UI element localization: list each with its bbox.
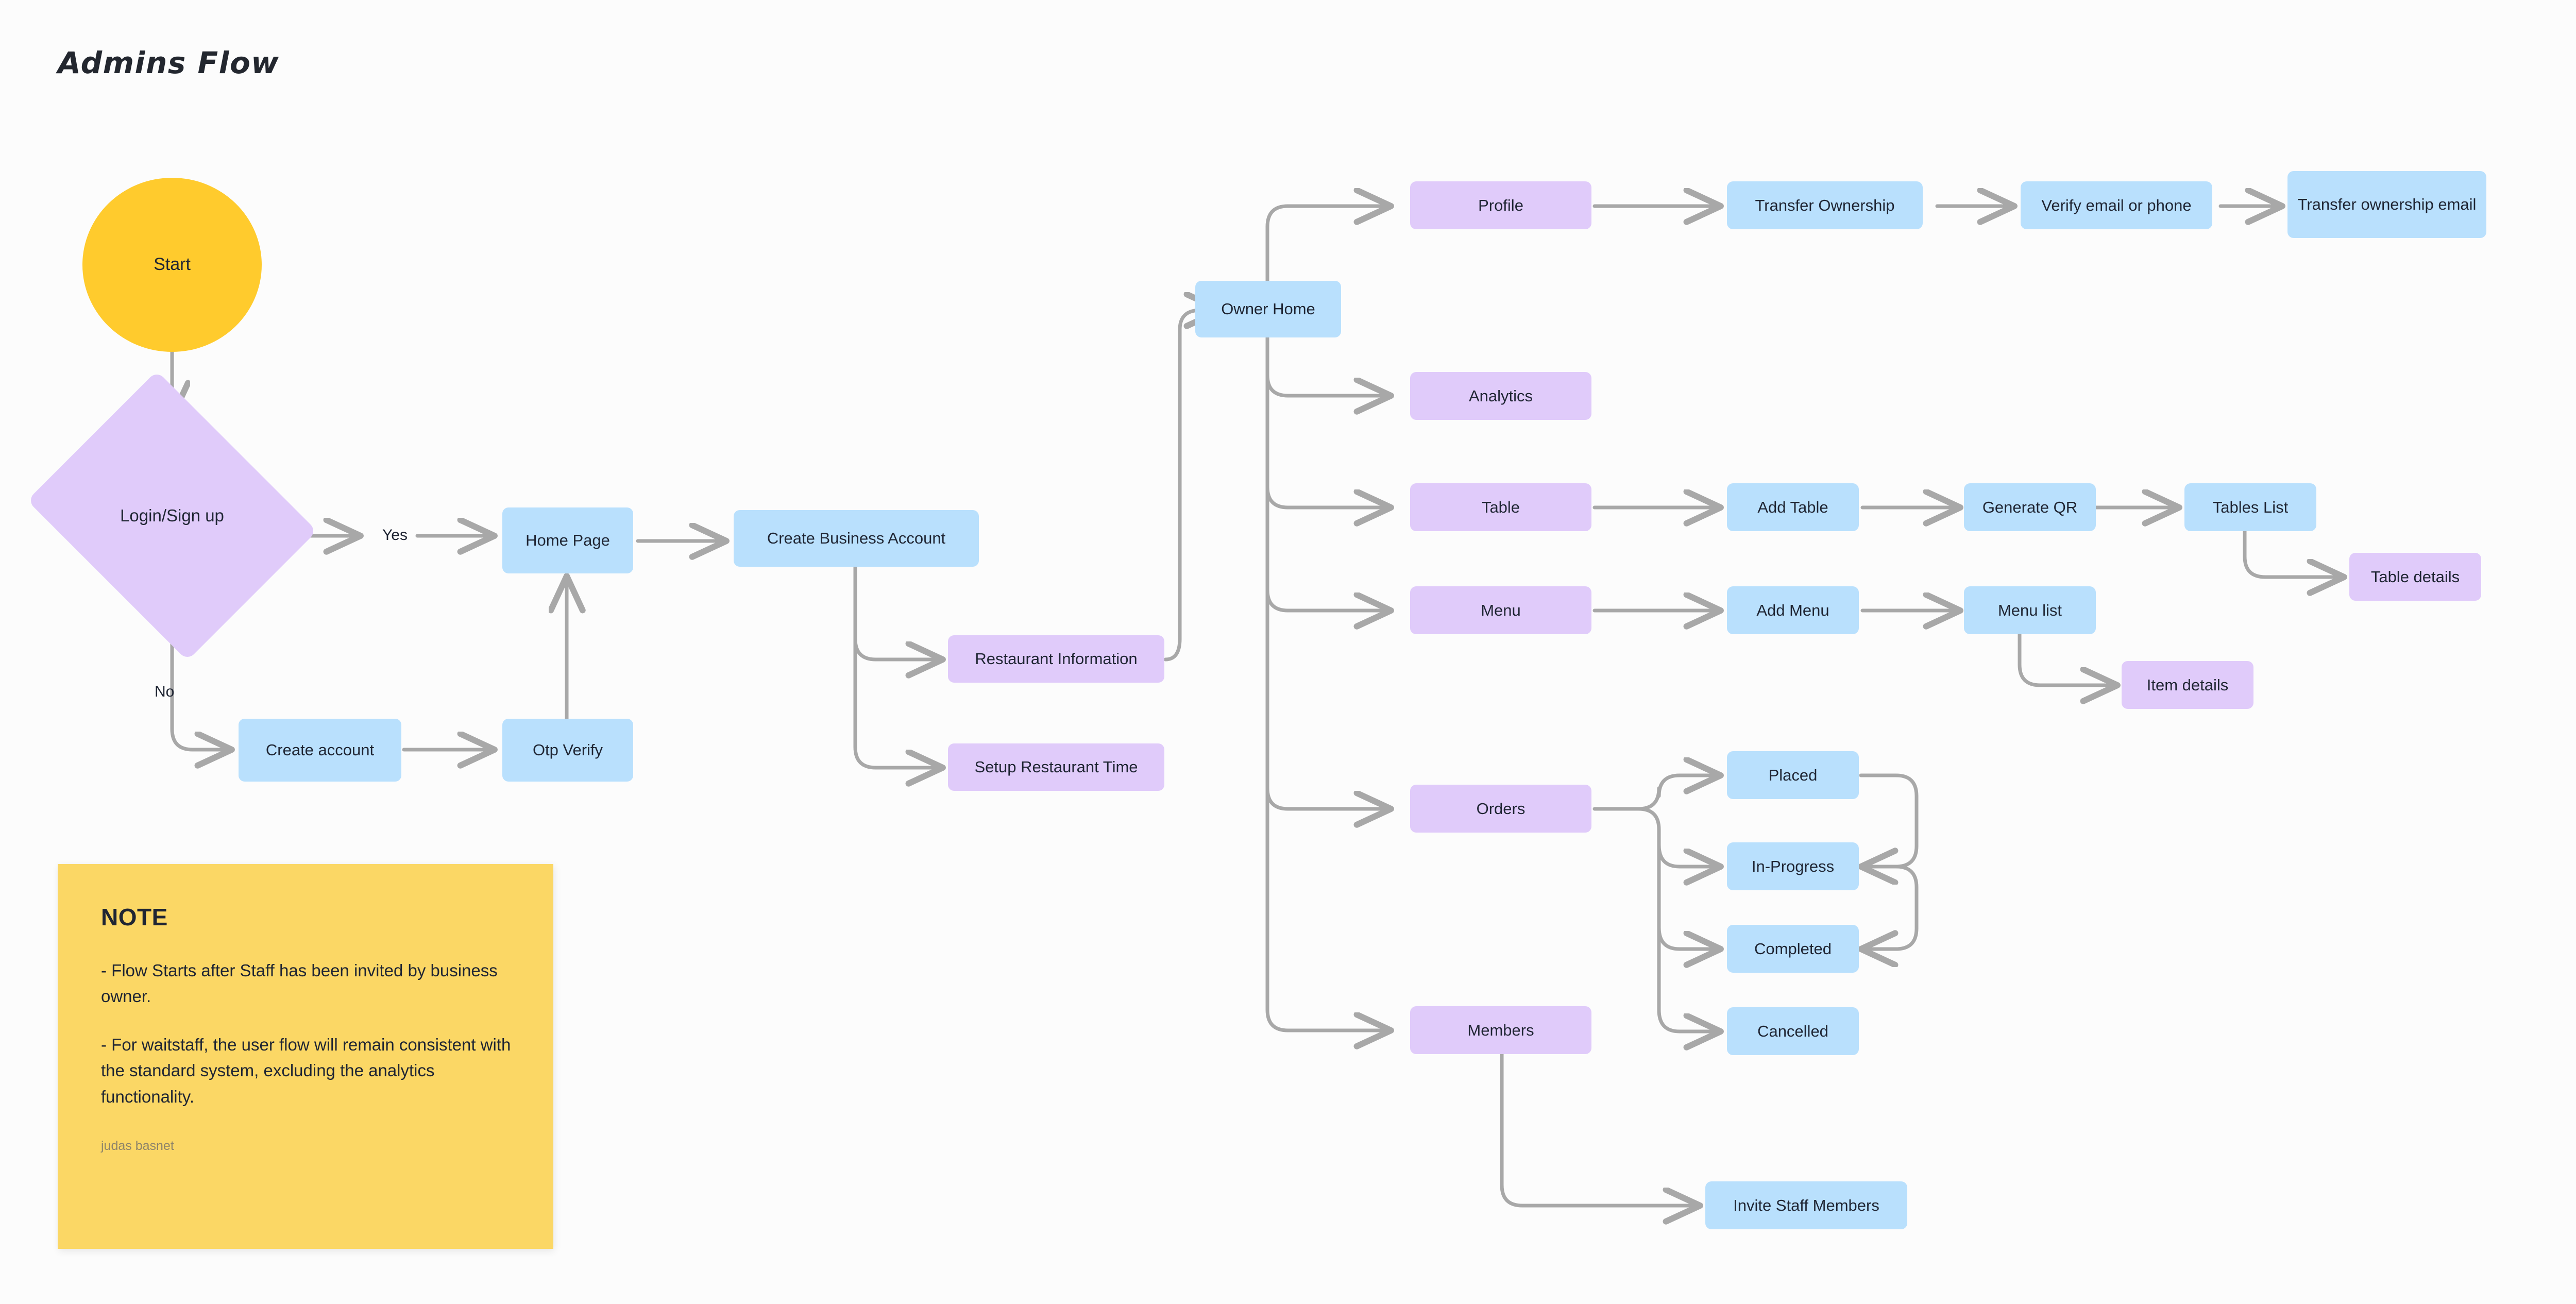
edge-orders-to-completed bbox=[1657, 827, 1721, 949]
note-heading: NOTE bbox=[101, 904, 168, 930]
node-in-progress[interactable]: In-Progress bbox=[1727, 842, 1859, 890]
node-create-business-account-label: Create Business Account bbox=[767, 529, 946, 548]
edge-owner-home-to-profile bbox=[1265, 206, 1391, 291]
edge-owner-home-to-menu bbox=[1265, 328, 1391, 611]
node-members-label: Members bbox=[1467, 1021, 1534, 1039]
node-add-menu-label: Add Menu bbox=[1756, 601, 1829, 619]
edge-owner-home-to-orders bbox=[1265, 328, 1391, 809]
node-menu-list-label: Menu list bbox=[1997, 601, 2062, 619]
node-owner-home-label: Owner Home bbox=[1221, 300, 1315, 318]
node-invite-staff-members-label: Invite Staff Members bbox=[1733, 1196, 1879, 1214]
edge-label-yes: Yes bbox=[382, 527, 408, 544]
node-otp-verify-label: Otp Verify bbox=[532, 741, 603, 759]
node-menu-label: Menu bbox=[1481, 601, 1521, 619]
node-table-label: Table bbox=[1481, 498, 1520, 516]
node-menu-list[interactable]: Menu list bbox=[1964, 586, 2096, 634]
edge-tables-list-to-table-details bbox=[2243, 529, 2344, 577]
node-tables-list-label: Tables List bbox=[2212, 498, 2289, 516]
node-orders-label: Orders bbox=[1476, 799, 1526, 818]
node-cancelled-label: Cancelled bbox=[1757, 1022, 1828, 1040]
node-table-details[interactable]: Table details bbox=[2349, 553, 2481, 601]
edge-owner-home-to-table bbox=[1265, 328, 1391, 507]
node-verify-email-or-phone[interactable]: Verify email or phone bbox=[2021, 181, 2212, 229]
node-generate-qr-label: Generate QR bbox=[1982, 498, 2078, 516]
node-transfer-ownership-email-label: Transfer ownership email bbox=[2297, 195, 2477, 214]
node-setup-restaurant-time[interactable]: Setup Restaurant Time bbox=[948, 743, 1164, 791]
node-profile[interactable]: Profile bbox=[1410, 181, 1591, 229]
node-item-details-label: Item details bbox=[2146, 675, 2229, 694]
node-profile-label: Profile bbox=[1478, 196, 1523, 214]
edge-business-to-restaurant-info bbox=[853, 565, 943, 659]
node-table-details-label: Table details bbox=[2370, 567, 2460, 586]
node-restaurant-information[interactable]: Restaurant Information bbox=[948, 635, 1164, 683]
node-transfer-ownership-email[interactable]: Transfer ownership email bbox=[2287, 171, 2486, 238]
node-completed[interactable]: Completed bbox=[1727, 925, 1859, 973]
edge-owner-home-to-members bbox=[1265, 328, 1391, 1030]
node-transfer-ownership-label: Transfer Ownership bbox=[1755, 196, 1895, 214]
node-members[interactable]: Members bbox=[1410, 1006, 1591, 1054]
node-otp-verify[interactable]: Otp Verify bbox=[502, 719, 633, 782]
edge-menu-list-to-item-details bbox=[2018, 631, 2117, 685]
node-table[interactable]: Table bbox=[1410, 483, 1591, 531]
edge-members-to-invite-staff bbox=[1500, 1049, 1700, 1206]
node-in-progress-label: In-Progress bbox=[1751, 857, 1835, 875]
edge-restaurant-info-to-owner-home bbox=[1163, 310, 1221, 662]
node-menu[interactable]: Menu bbox=[1410, 586, 1591, 634]
node-generate-qr[interactable]: Generate QR bbox=[1964, 483, 2096, 531]
node-restaurant-information-label: Restaurant Information bbox=[975, 650, 1138, 668]
node-login-signup-label: Login/Sign up bbox=[120, 505, 224, 525]
edge-label-no: No bbox=[155, 683, 175, 700]
node-add-table[interactable]: Add Table bbox=[1727, 483, 1859, 531]
node-tables-list[interactable]: Tables List bbox=[2184, 483, 2316, 531]
node-start[interactable]: Start bbox=[82, 178, 262, 352]
edge-business-to-setup-time bbox=[853, 565, 943, 768]
node-cancelled[interactable]: Cancelled bbox=[1727, 1007, 1859, 1055]
node-create-account[interactable]: Create account bbox=[239, 719, 401, 782]
edge-orders-to-placed bbox=[1592, 775, 1721, 811]
node-add-table-label: Add Table bbox=[1757, 498, 1828, 516]
node-home-page[interactable]: Home Page bbox=[502, 507, 633, 573]
node-orders[interactable]: Orders bbox=[1410, 785, 1591, 833]
node-home-page-label: Home Page bbox=[526, 531, 610, 550]
note-paragraph-1: - Flow Starts after Staff has been invit… bbox=[101, 961, 498, 1006]
node-setup-restaurant-time-label: Setup Restaurant Time bbox=[974, 758, 1138, 776]
edge-owner-home-to-analytics bbox=[1265, 328, 1391, 396]
node-login-signup[interactable]: Login/Sign up bbox=[27, 370, 317, 661]
note-author: judas basnet bbox=[101, 1138, 174, 1153]
note-paragraph-2: - For waitstaff, the user flow will rema… bbox=[101, 1035, 511, 1106]
edge-login-to-create-account bbox=[170, 604, 232, 750]
edge-orders-to-cancelled bbox=[1657, 827, 1721, 1031]
node-start-label: Start bbox=[154, 255, 191, 275]
node-add-menu[interactable]: Add Menu bbox=[1727, 586, 1859, 634]
edge-placed-to-in-progress bbox=[1861, 773, 1919, 867]
node-completed-label: Completed bbox=[1754, 939, 1832, 958]
node-invite-staff-members[interactable]: Invite Staff Members bbox=[1705, 1181, 1907, 1229]
node-analytics-label: Analytics bbox=[1468, 386, 1533, 405]
edge-orders-to-in-progress bbox=[1636, 807, 1721, 867]
node-create-account-label: Create account bbox=[265, 741, 375, 759]
node-verify-email-or-phone-label: Verify email or phone bbox=[2041, 196, 2192, 214]
node-create-business-account[interactable]: Create Business Account bbox=[734, 510, 979, 567]
node-placed[interactable]: Placed bbox=[1727, 751, 1859, 799]
page-title: Admins Flow bbox=[58, 45, 280, 80]
node-item-details[interactable]: Item details bbox=[2122, 661, 2253, 709]
node-owner-home[interactable]: Owner Home bbox=[1195, 281, 1341, 337]
edge-in-progress-to-completed bbox=[1861, 865, 1919, 949]
node-transfer-ownership[interactable]: Transfer Ownership bbox=[1727, 181, 1923, 229]
node-analytics[interactable]: Analytics bbox=[1410, 372, 1591, 420]
note-card: NOTE - Flow Starts after Staff has been … bbox=[58, 864, 553, 1249]
node-placed-label: Placed bbox=[1768, 766, 1818, 784]
